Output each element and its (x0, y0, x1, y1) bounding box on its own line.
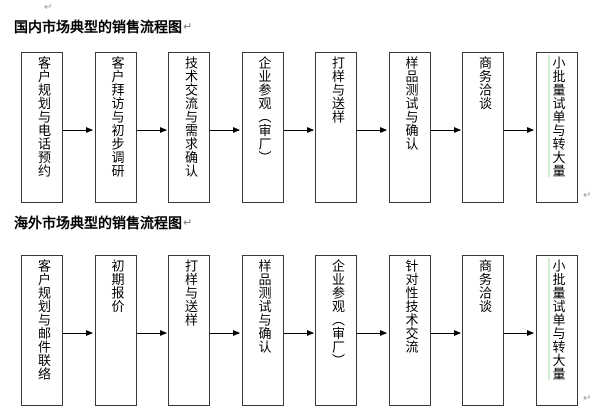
flow-arrow (283, 330, 314, 336)
paragraph-mark-row1-end: ↵ (583, 190, 592, 201)
flow-step-box[interactable]: 样品测试与确认 (241, 255, 284, 406)
flow-step-label: 样品测试与确认 (255, 259, 271, 354)
flow-arrow (357, 330, 387, 336)
flow-arrow (210, 127, 240, 133)
flow-step-box[interactable]: 客户拜访与初步调研 (94, 52, 137, 203)
flow-step-label: 商务洽谈 (476, 56, 491, 110)
flow-arrow (504, 330, 534, 336)
paragraph-mark-top: ↵ (44, 2, 53, 13)
flow-arrow (283, 127, 314, 133)
flow-arrow (430, 330, 461, 336)
flow-step-box[interactable]: 企业参观（审厂） (241, 52, 284, 203)
flow-step-box[interactable]: 样品测试与确认 (388, 52, 431, 203)
flow-arrow (430, 127, 461, 133)
paragraph-mark-icon: ↵ (183, 217, 193, 229)
flow-step-box[interactable]: 商务洽谈 (462, 52, 504, 203)
flow-step-box[interactable]: 客户规划与邮件联络 (21, 255, 63, 406)
flow-step-label: 针对性技术交流 (402, 259, 418, 354)
flow-arrow (136, 127, 167, 133)
flow-arrow (136, 330, 167, 336)
flow-step-box[interactable]: 打样与送样 (315, 52, 357, 203)
flow-arrow (357, 127, 387, 133)
flow-step-box[interactable]: 小批量试单与转大量 (535, 255, 578, 406)
flow-arrow (63, 127, 93, 133)
flow-step-label: 客户拜访与初步调研 (108, 56, 124, 178)
flow-step-box[interactable]: 打样与送样 (168, 255, 210, 406)
section-title-domestic: 国内市场典型的销售流程图↵ (14, 18, 192, 36)
flow-step-label: 小批量试单与转大量 (549, 56, 565, 178)
flow-step-box[interactable]: 针对性技术交流 (388, 255, 431, 406)
flow-step-label: 小批量试单与转大量 (549, 259, 565, 381)
flow-step-label: 样品测试与确认 (402, 56, 418, 151)
paragraph-mark-icon: ↵ (183, 21, 193, 33)
flow-step-label: 初期报价 (108, 259, 124, 313)
flow-step-label: 企业参观（审厂） (329, 259, 344, 367)
flow-arrow (210, 330, 240, 336)
flow-step-label: 打样与送样 (329, 56, 344, 124)
flow-step-box[interactable]: 初期报价 (94, 255, 137, 406)
flow-arrow (63, 330, 93, 336)
flow-step-label: 客户规划与电话预约 (35, 56, 50, 178)
flow-step-box[interactable]: 企业参观（审厂） (315, 255, 357, 406)
flow-step-box[interactable]: 技术交流与需求确认 (168, 52, 210, 203)
flow-step-box[interactable]: 商务洽谈 (462, 255, 504, 406)
flow-step-label: 客户规划与邮件联络 (35, 259, 50, 381)
flow-step-label: 商务洽谈 (476, 259, 491, 313)
section-title-overseas: 海外市场典型的销售流程图↵ (14, 214, 192, 232)
paragraph-mark-row2-end: ↵ (583, 393, 592, 404)
flow-step-box[interactable]: 小批量试单与转大量 (535, 52, 578, 203)
flow-step-label: 技术交流与需求确认 (182, 56, 197, 178)
flow-step-label: 打样与送样 (182, 259, 197, 327)
flow-step-box[interactable]: 客户规划与电话预约 (21, 52, 63, 203)
flow-step-label: 企业参观（审厂） (255, 56, 271, 164)
flowchart-overseas: 客户规划与邮件联络 初期报价 打样与送样 样品测试与确认 企业参观（审厂） 针对… (0, 255, 600, 406)
section-title-domestic-text: 国内市场典型的销售流程图 (14, 19, 182, 35)
section-title-overseas-text: 海外市场典型的销售流程图 (14, 215, 182, 231)
flow-arrow (504, 127, 534, 133)
flowchart-domestic: 客户规划与电话预约 客户拜访与初步调研 技术交流与需求确认 企业参观（审厂） 打… (0, 52, 600, 203)
